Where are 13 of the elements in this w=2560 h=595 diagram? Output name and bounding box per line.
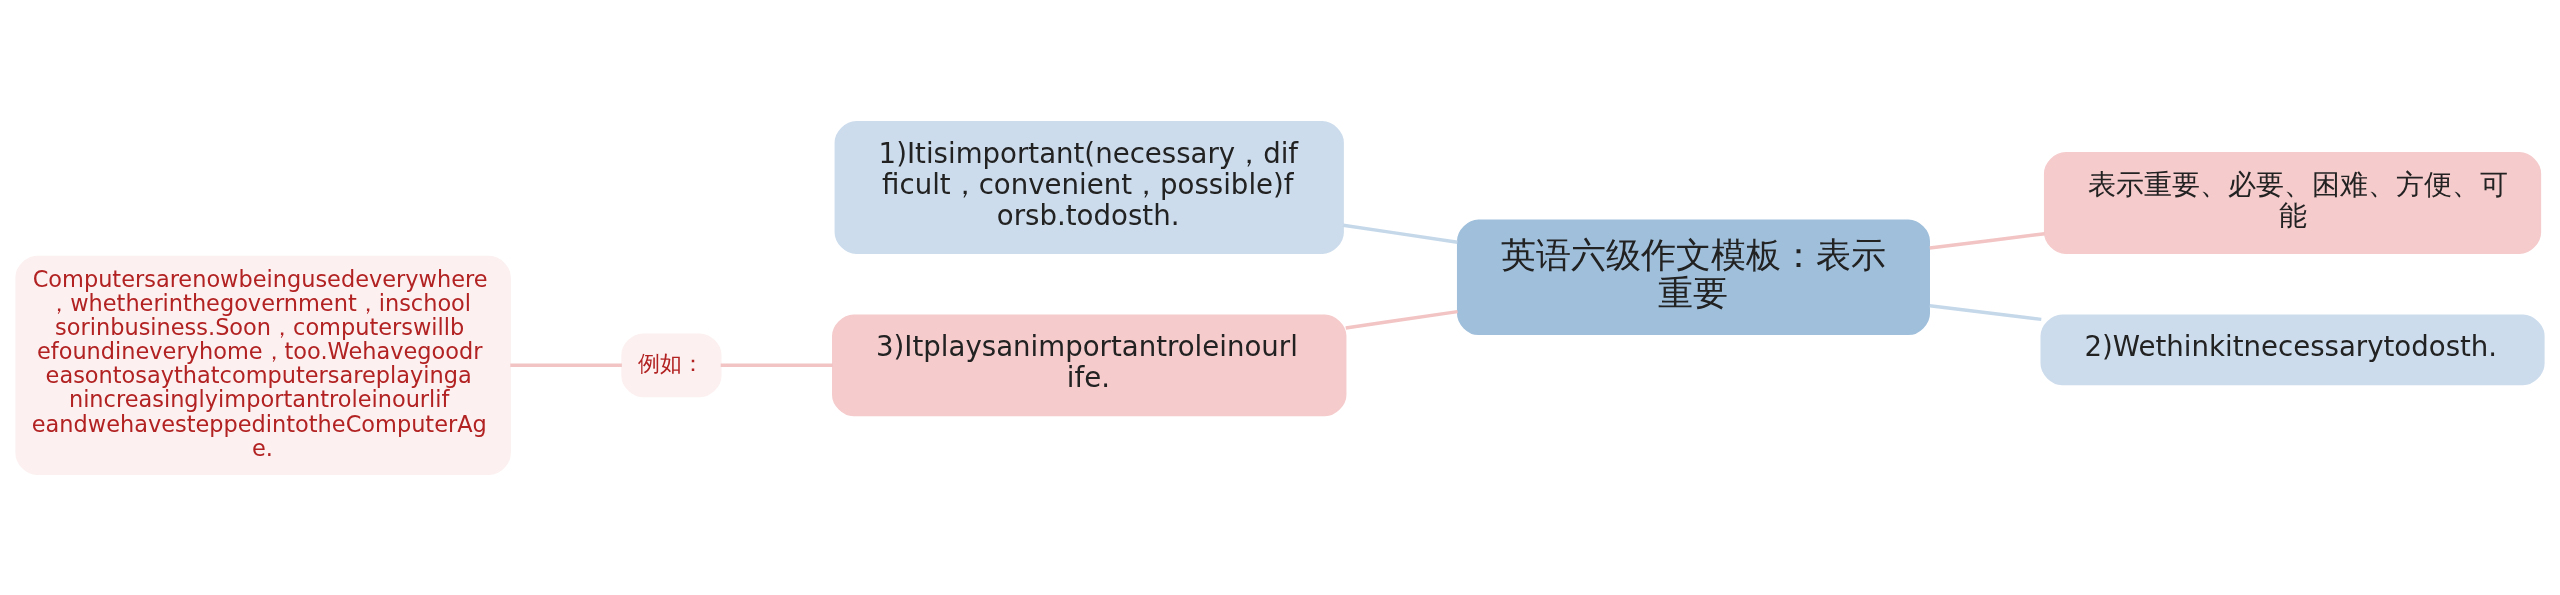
node-box: 表示重要、必要、困难、方便、可能 — [2043, 151, 2542, 254]
connector — [720, 363, 833, 367]
connector — [1342, 223, 1458, 244]
connector — [1345, 309, 1458, 330]
node-box: 英语六级作文模板：表示重要 — [1456, 218, 1930, 335]
connector — [1929, 303, 2042, 321]
node-box: 2)Wethinkitnecessarytodosth. — [2040, 313, 2545, 385]
connector — [1929, 231, 2045, 250]
node-box: 1)Itisimportant(necessary，difficult，convenient，possible)forsb.todosth. — [834, 120, 1344, 254]
node-box: Computersarenowbeingusedeverywhere，whetherinthegovernment，inschoolsorinbusiness.Soon，computerswillbefoundineveryhome，too.WehavegoodreasontosaythatcomputersareplayinganincreasinglyimportantroleinourlifeandwehavesteppedintotheComputerAge. — [15, 255, 511, 475]
node-box: 3)Itplaysanimportantroleinourlife. — [832, 313, 1347, 416]
node-box: 例如： — [621, 332, 722, 397]
connector — [510, 363, 622, 367]
